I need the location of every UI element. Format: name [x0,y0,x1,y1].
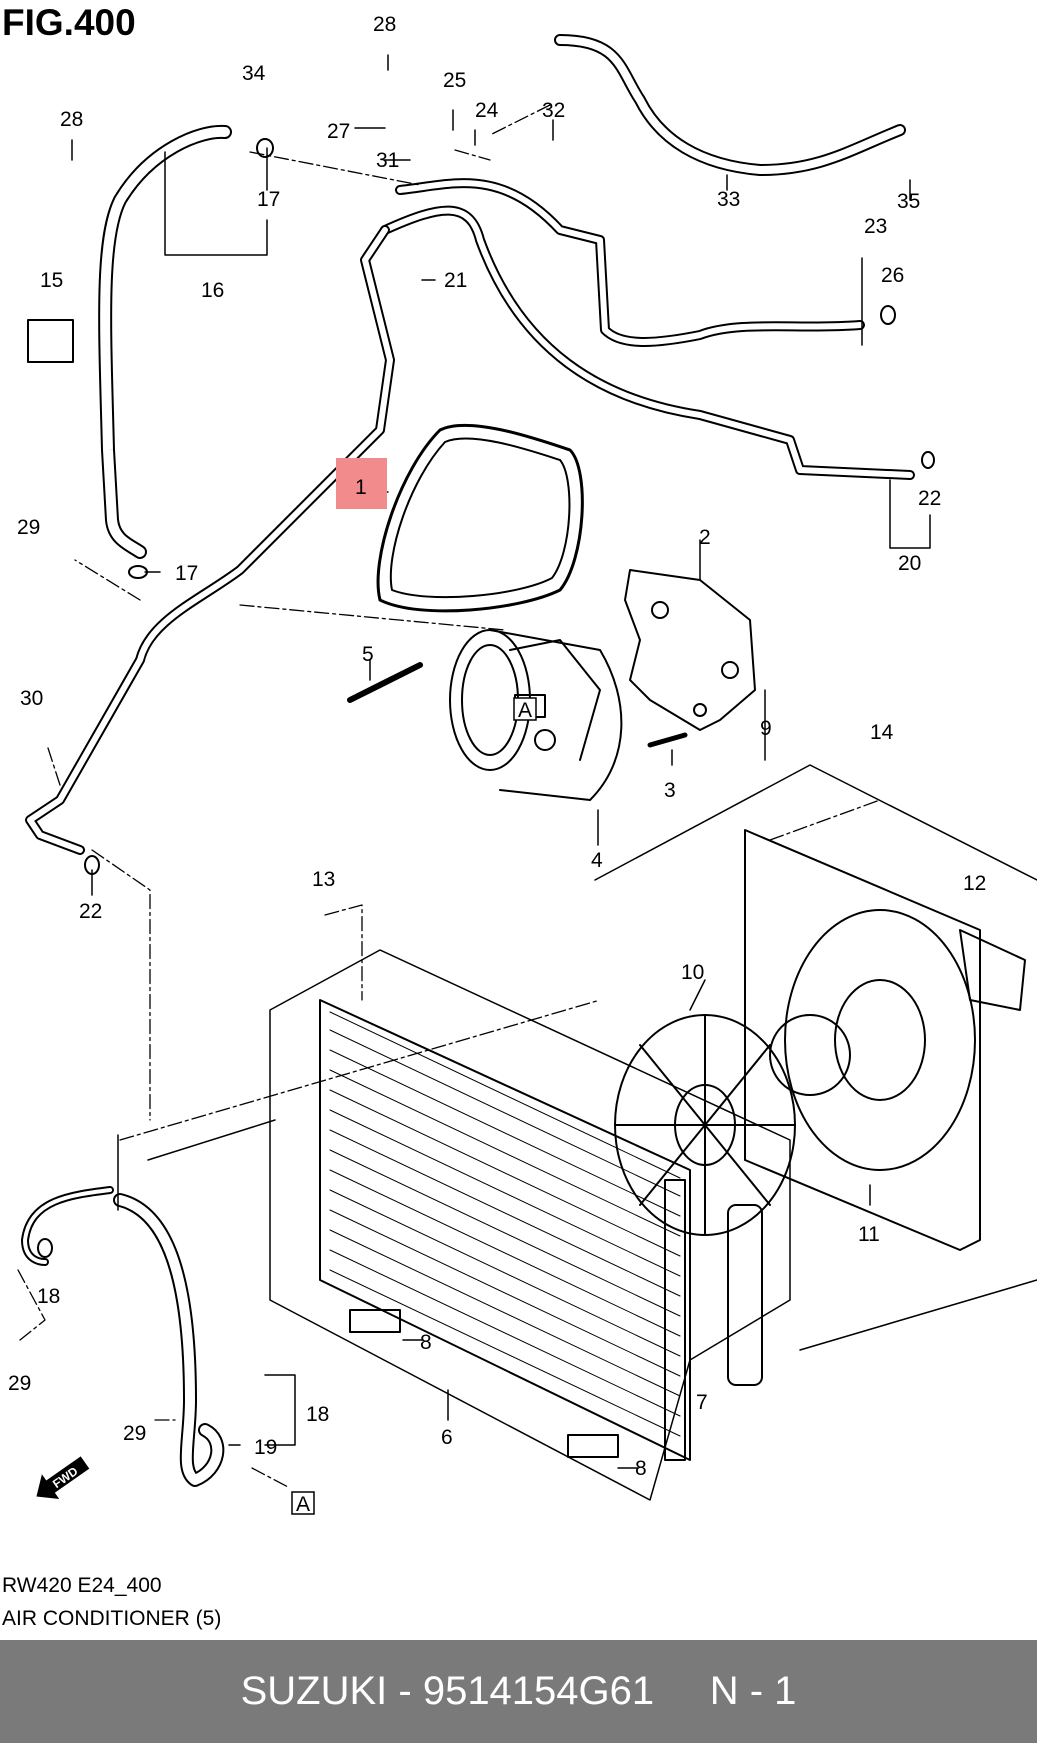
callout-20: 20 [898,552,921,575]
belt-1 [376,423,584,613]
diagram-name: AIR CONDITIONER (5) [2,1607,222,1630]
diagram-code: RW420 E24_400 [2,1574,162,1597]
fan-10 [614,1014,796,1236]
callout-18-lower: 18 [37,1285,60,1308]
ref-marker-a-lower-box [291,1491,315,1515]
callout-35: 35 [897,190,920,213]
callout-32: 32 [542,99,565,122]
callout-2: 2 [699,526,711,549]
callout-15: 15 [40,269,63,292]
callout-28-upper: 28 [373,13,396,36]
callout-30: 30 [20,687,43,710]
fwd-arrow-icon: FWD [36,1456,90,1499]
callout-18-upper: 18 [306,1403,329,1426]
ref-marker-a-upper-box [513,697,537,721]
fan-shroud-11 [744,829,981,1251]
callout-28-left: 28 [60,108,83,131]
receiver-7 [727,1204,763,1386]
footer-part-number: SUZUKI - 9514154G61 N - 1 [240,1669,797,1713]
callout-13: 13 [312,868,335,891]
callout-7: 7 [696,1391,708,1414]
callout-17-upper: 17 [257,188,280,211]
ref-marker-a-upper: A [518,699,532,722]
parts-diagram: 1 2 3 4 5 6 7 8 8 9 10 11 12 13 14 15 16… [8,13,1037,1516]
callout-22-left: 22 [79,900,102,923]
condenser-6 [319,999,691,1461]
callout-4: 4 [591,849,603,872]
callout-3: 3 [664,779,676,802]
callout-23: 23 [864,215,887,238]
callout-34: 34 [242,62,266,85]
bolt-3 [647,732,688,748]
callout-8-upper: 8 [420,1331,432,1354]
callout-25: 25 [443,69,466,92]
callout-17-lower: 17 [175,562,198,585]
callout-29-upper: 29 [17,516,40,539]
callout-33: 33 [717,188,740,211]
o-ring-26 [880,305,896,325]
callout-11: 11 [858,1223,880,1246]
mount-8-upper [349,1309,401,1333]
callout-9: 9 [760,717,772,740]
footer-bar: SUZUKI - 9514154G61 N - 1 [0,1640,1037,1743]
fan-motor [769,1014,851,1096]
relay-15 [27,319,74,363]
callout-6: 6 [441,1426,453,1449]
callout-16: 16 [201,279,224,302]
o-ring-17-upper [256,138,274,158]
callout-10: 10 [681,961,704,984]
callout-27: 27 [327,120,350,143]
bracket-2 [624,569,756,731]
o-ring-22-right [921,451,935,469]
callout-1-highlight [336,458,387,509]
figure-title: FIG.400 [2,2,136,43]
callout-26: 26 [881,264,904,287]
o-ring-17-lower [128,565,148,579]
callout-5: 5 [362,643,374,666]
callout-24: 24 [475,99,499,122]
bolt-5 [347,662,423,703]
callout-12: 12 [963,872,986,895]
callout-21: 21 [444,269,467,292]
pipe-24 [395,178,865,347]
callout-8-lower: 8 [635,1457,647,1480]
ref-marker-a-lower: A [296,1493,310,1516]
callout-29-lower-left: 29 [8,1372,31,1395]
mount-8-lower [567,1434,619,1458]
bracket-12 [959,929,1026,1011]
callout-31: 31 [376,149,399,172]
callout-14: 14 [870,721,894,744]
o-ring-22-left [84,855,100,875]
callout-22-right: 22 [918,487,941,510]
callout-19: 19 [254,1436,277,1459]
callout-29-lower-mid: 29 [123,1422,146,1445]
callout-1: 1 [355,476,367,499]
o-ring-18 [37,1238,53,1258]
